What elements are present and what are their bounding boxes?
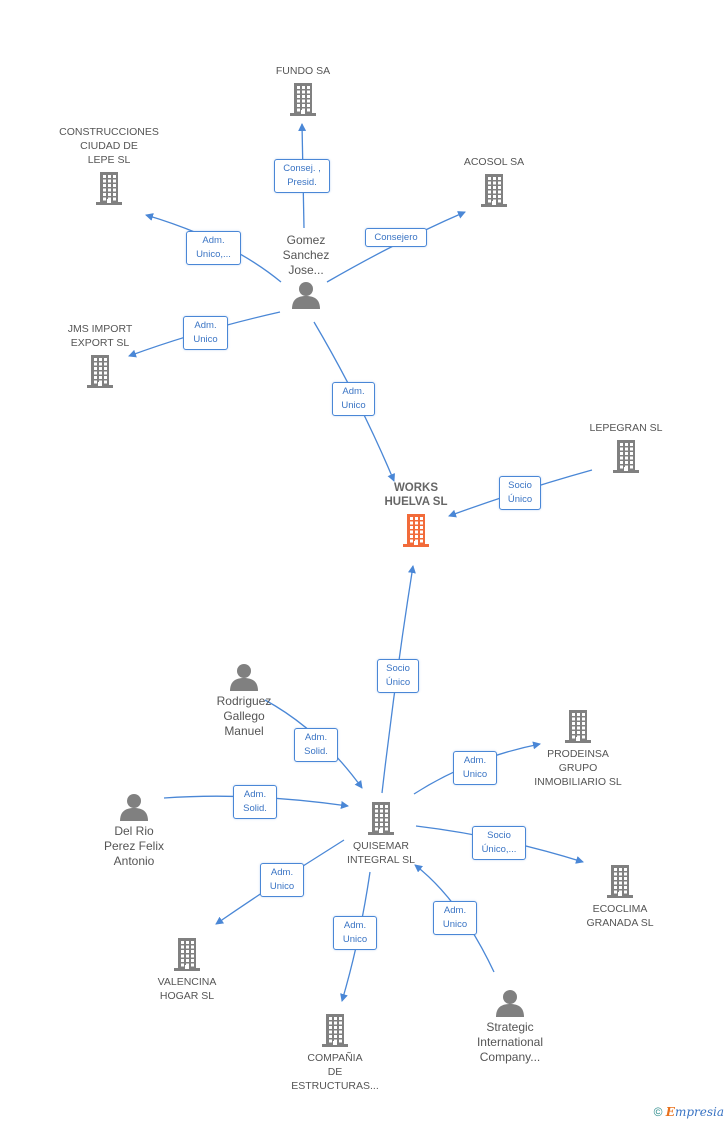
node-construcciones-ciudad-de-lepe[interactable]: CONSTRUCCIONES CIUDAD DE LEPE SL: [51, 125, 167, 209]
node-acosol-sa[interactable]: ACOSOL SA: [444, 155, 544, 211]
copyright-icon: ©: [653, 1105, 663, 1119]
node-label: FUNDO SA: [275, 65, 331, 77]
edge-badge-lepegran-works[interactable]: Socio Único: [499, 476, 541, 510]
node-person-rodriguez-gallego[interactable]: Rodriguez Gallego Manuel: [202, 660, 286, 739]
node-works-huelva-focus[interactable]: WORKS HUELVA SL: [368, 481, 464, 551]
node-compania-de-estructuras[interactable]: COMPAÑIA DE ESTRUCTURAS...: [283, 1009, 387, 1093]
edge-badge-rodriguez-quisemar[interactable]: Adm. Solid.: [294, 728, 338, 762]
edge-badge-quisemar-compania[interactable]: Adm. Unico: [333, 916, 377, 950]
building-icon: [576, 439, 676, 473]
node-label: Strategic International Company...: [476, 1020, 544, 1064]
node-label: VALENCINA HOGAR SL: [157, 976, 217, 1002]
building-icon: [570, 864, 670, 898]
node-label: COMPAÑIA DE ESTRUCTURAS...: [291, 1052, 379, 1092]
node-label: CONSTRUCCIONES CIUDAD DE LEPE SL: [59, 126, 159, 166]
brand-logo-rest: mpresia: [674, 1105, 724, 1119]
edge-badge-gomez-jms[interactable]: Adm. Unico: [183, 316, 228, 350]
node-label: JMS IMPORT EXPORT SL: [67, 323, 133, 349]
building-icon: [522, 709, 634, 743]
node-label: Rodriguez Gallego Manuel: [216, 694, 272, 738]
building-icon: [54, 354, 146, 388]
edge-badge-delrio-quisemar[interactable]: Adm. Solid.: [233, 785, 277, 819]
node-fundo-sa[interactable]: FUNDO SA: [253, 64, 353, 120]
node-lepegran-sl[interactable]: LEPEGRAN SL: [576, 421, 676, 477]
edge-badge-gomez-fundo[interactable]: Consej. , Presid.: [274, 159, 330, 193]
person-icon: [92, 792, 176, 822]
node-label: WORKS HUELVA SL: [384, 482, 448, 508]
node-prodeinsa-grupo[interactable]: PRODEINSA GRUPO INMOBILIARIO SL: [522, 705, 634, 789]
brand-logo-initial: E: [665, 1105, 675, 1119]
edge-badge-quisemar-ecoclima[interactable]: Socio Único,...: [472, 826, 526, 860]
edge-badge-strategic-quisemar[interactable]: Adm. Unico: [433, 901, 477, 935]
edge-badge-quisemar-works[interactable]: Socio Único: [377, 659, 419, 693]
node-person-gomez-sanchez[interactable]: Gomez Sanchez Jose...: [266, 233, 346, 312]
building-icon: [444, 173, 544, 207]
node-quisemar-integral[interactable]: QUISEMAR INTEGRAL SL: [333, 797, 429, 867]
building-icon: [141, 937, 233, 971]
person-icon: [202, 662, 286, 692]
edge-badge-quisemar-prodeinsa[interactable]: Adm. Unico: [453, 751, 497, 785]
node-label: Del Rio Perez Felix Antonio: [103, 824, 165, 868]
node-label: QUISEMAR INTEGRAL SL: [347, 840, 415, 866]
building-icon: [253, 82, 353, 116]
node-label: ACOSOL SA: [463, 156, 525, 168]
edge-badge-gomez-construcciones[interactable]: Adm. Unico,...: [186, 231, 241, 265]
node-person-del-rio-perez[interactable]: Del Rio Perez Felix Antonio: [92, 790, 176, 869]
building-icon: [333, 801, 429, 835]
edge-line-gomez-acosol: [326, 211, 466, 283]
person-icon: [464, 988, 556, 1018]
node-label: Gomez Sanchez Jose...: [282, 233, 330, 277]
node-label: ECOCLIMA GRANADA SL: [586, 903, 654, 929]
node-person-strategic-international[interactable]: Strategic International Company...: [464, 986, 556, 1065]
node-jms-import-export[interactable]: JMS IMPORT EXPORT SL: [54, 322, 146, 392]
node-label: LEPEGRAN SL: [589, 422, 663, 434]
node-ecoclima-granada[interactable]: ECOCLIMA GRANADA SL: [570, 860, 670, 930]
edge-badge-quisemar-valencina[interactable]: Adm. Unico: [260, 863, 304, 897]
building-icon: [368, 513, 464, 547]
edge-badge-gomez-acosol[interactable]: Consejero: [365, 228, 427, 247]
building-icon: [283, 1013, 387, 1047]
edge-badge-gomez-works[interactable]: Adm. Unico: [332, 382, 375, 416]
footer-credit[interactable]: © Empresia: [654, 1105, 724, 1119]
node-valencina-hogar[interactable]: VALENCINA HOGAR SL: [141, 933, 233, 1003]
building-icon: [51, 171, 167, 205]
person-icon: [266, 280, 346, 310]
node-label: PRODEINSA GRUPO INMOBILIARIO SL: [534, 748, 622, 788]
